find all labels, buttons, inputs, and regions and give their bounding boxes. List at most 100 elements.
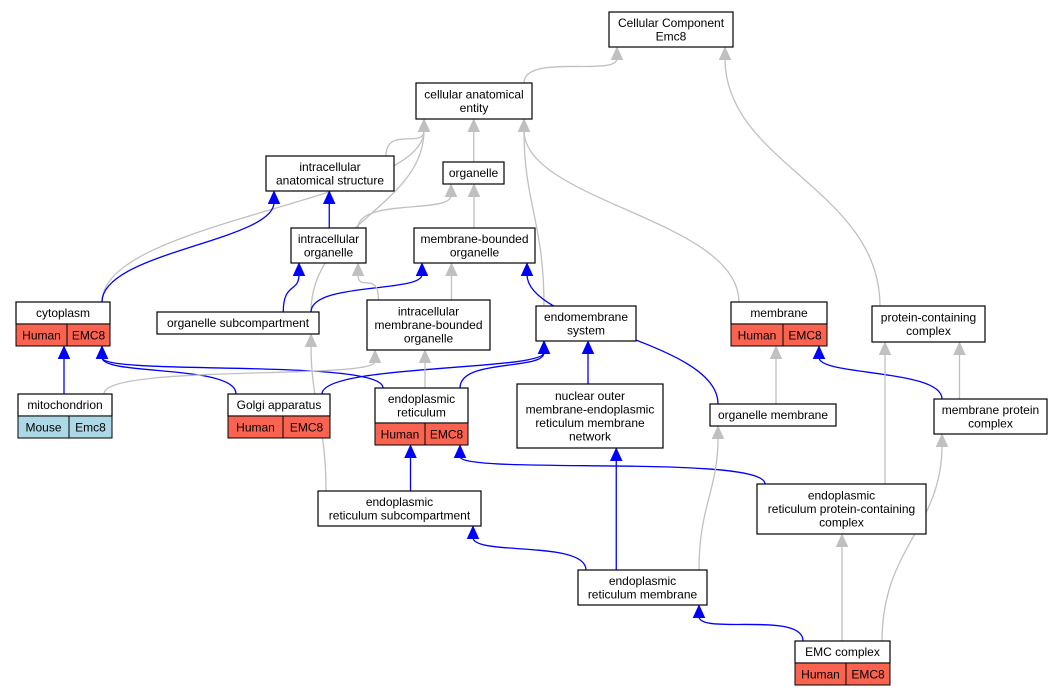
node-label: protein-containing — [881, 310, 976, 324]
node-label: membrane — [750, 306, 808, 320]
edge-is-a — [517, 118, 545, 307]
edge-is-a — [881, 433, 949, 642]
species-cell: Human — [794, 662, 847, 686]
node-box — [516, 383, 664, 449]
node-label: organelle membrane — [718, 408, 828, 422]
edge-line — [385, 130, 425, 157]
node-box — [415, 82, 533, 120]
edge-is-a — [445, 262, 458, 300]
edge-is-a — [103, 349, 382, 395]
node-org-sub[interactable]: organelle subcompartment — [156, 311, 320, 335]
edge-part-of — [282, 262, 306, 313]
edge-part-of — [310, 262, 429, 313]
edge-line — [523, 58, 618, 84]
gene-label: EMC8 — [72, 329, 106, 343]
edge-line — [321, 352, 545, 395]
species-cell: Human — [15, 323, 68, 347]
node-box — [535, 305, 637, 342]
node-box — [156, 311, 320, 335]
node-box — [608, 11, 734, 48]
arrowhead — [610, 46, 624, 60]
edge-line — [101, 202, 275, 303]
node-label: organelle — [304, 245, 354, 259]
species-cell: Human — [374, 422, 426, 446]
species-label: Human — [381, 428, 420, 442]
species-cell: Human — [227, 415, 284, 439]
node-label: organelle — [450, 245, 500, 259]
node-label: organelle — [404, 332, 454, 346]
node-box — [577, 569, 708, 606]
arrowhead — [368, 349, 382, 363]
node-label: membrane protein — [942, 403, 1039, 417]
edge-is-a — [357, 183, 458, 229]
node-organelle[interactable]: organelle — [442, 161, 505, 185]
arrowhead — [581, 340, 595, 354]
node-box — [374, 387, 469, 424]
arrowhead — [517, 118, 531, 132]
arrowhead — [812, 345, 826, 359]
gene-cell: Emc8 — [68, 415, 113, 439]
node-label: complex — [906, 324, 951, 338]
node-box — [290, 227, 367, 264]
node-box — [265, 155, 395, 192]
edge-part-of — [101, 190, 281, 303]
edge-line — [472, 537, 587, 571]
arrowhead — [304, 333, 318, 347]
arrowhead — [953, 341, 966, 355]
edge-line — [698, 437, 719, 571]
node-label: endoplasmic — [609, 574, 676, 588]
edge-is-a — [878, 341, 892, 485]
node-label: anatomical structure — [276, 173, 384, 187]
arrowhead — [444, 183, 458, 197]
node-label: membrane-bounded — [420, 232, 528, 246]
species-label: Mouse — [25, 421, 61, 435]
node-box — [933, 398, 1048, 435]
arrowhead — [718, 46, 732, 60]
edge-line — [101, 357, 237, 395]
arrowhead — [95, 345, 109, 359]
node-label: intracellular — [298, 232, 359, 246]
arrowhead — [418, 349, 432, 363]
node-box — [317, 490, 482, 527]
arrowhead — [466, 525, 480, 539]
node-label: entity — [460, 101, 489, 115]
edge-is-a — [718, 46, 881, 307]
edge-line — [310, 274, 423, 313]
edge-line — [459, 352, 545, 389]
edge-is-a — [310, 118, 431, 313]
edge-part-of — [322, 190, 336, 228]
edge-part-of — [57, 345, 71, 395]
edge-is-a — [835, 533, 849, 642]
gene-label: EMC8 — [290, 421, 324, 435]
species-label: Human — [22, 329, 61, 343]
edge-is-a — [769, 345, 783, 405]
node-label: intracellular — [398, 305, 459, 319]
arrowhead — [520, 262, 534, 276]
node-box — [366, 299, 491, 351]
node-nuclear-outer[interactable]: nuclear outermembrane-endoplasmicreticul… — [516, 383, 664, 449]
edge-line — [310, 130, 425, 313]
node-label: cytoplasm — [36, 306, 90, 320]
edge-part-of — [609, 447, 623, 571]
node-box — [871, 305, 986, 343]
node-org-membrane[interactable]: organelle membrane — [709, 403, 837, 427]
